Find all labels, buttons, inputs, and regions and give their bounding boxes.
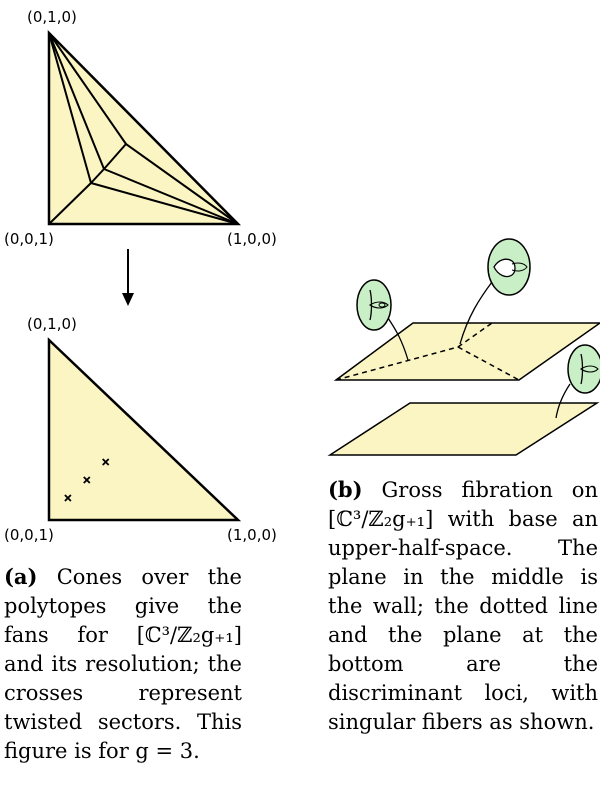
vertex-label-top: (0,1,0) (27, 315, 77, 333)
vertex-label-bottom-left: (0,0,1) (4, 526, 54, 544)
twisted-sector-cross (83, 476, 91, 484)
caption-text: Gross fibration on [ℂ³/ℤ₂g₊₁] with base … (328, 478, 598, 734)
twisted-sector-cross (64, 494, 72, 502)
gross-fibration (327, 238, 600, 456)
subdivision-lines (48, 32, 239, 225)
twisted-sector-crosses (64, 458, 110, 502)
wall-plane (333, 322, 600, 381)
resolution-arrow (122, 249, 134, 306)
twisted-sector-cross (102, 458, 110, 466)
singular-fiber-right (555, 344, 600, 419)
caption-label: (b) (328, 477, 363, 502)
discriminant-plane (327, 402, 600, 456)
vertex-label-bottom-right: (1,0,0) (227, 526, 277, 544)
vertex-label-top: (0,1,0) (27, 8, 77, 26)
fan-triangle-singular (47, 337, 242, 522)
discriminant-dotted-line (457, 322, 493, 348)
vertex-label-bottom-right: (1,0,0) (227, 230, 277, 248)
caption-text: Cones over the polytopes give the fans f… (4, 565, 242, 763)
vertex-label-bottom-left: (0,0,1) (4, 230, 54, 248)
discriminant-dotted-line (335, 346, 459, 381)
caption-a: (a) Cones over the polytopes give the fa… (4, 562, 242, 766)
fan-triangle-resolved (47, 29, 241, 226)
singular-fiber-middle (459, 238, 531, 345)
discriminant-dotted-line (457, 346, 520, 381)
caption-b: (b) Gross fibration on [ℂ³/ℤ₂g₊₁] with b… (328, 475, 598, 737)
singular-fiber-left (356, 279, 409, 361)
triangle-outline (47, 337, 242, 522)
caption-label: (a) (4, 564, 38, 589)
